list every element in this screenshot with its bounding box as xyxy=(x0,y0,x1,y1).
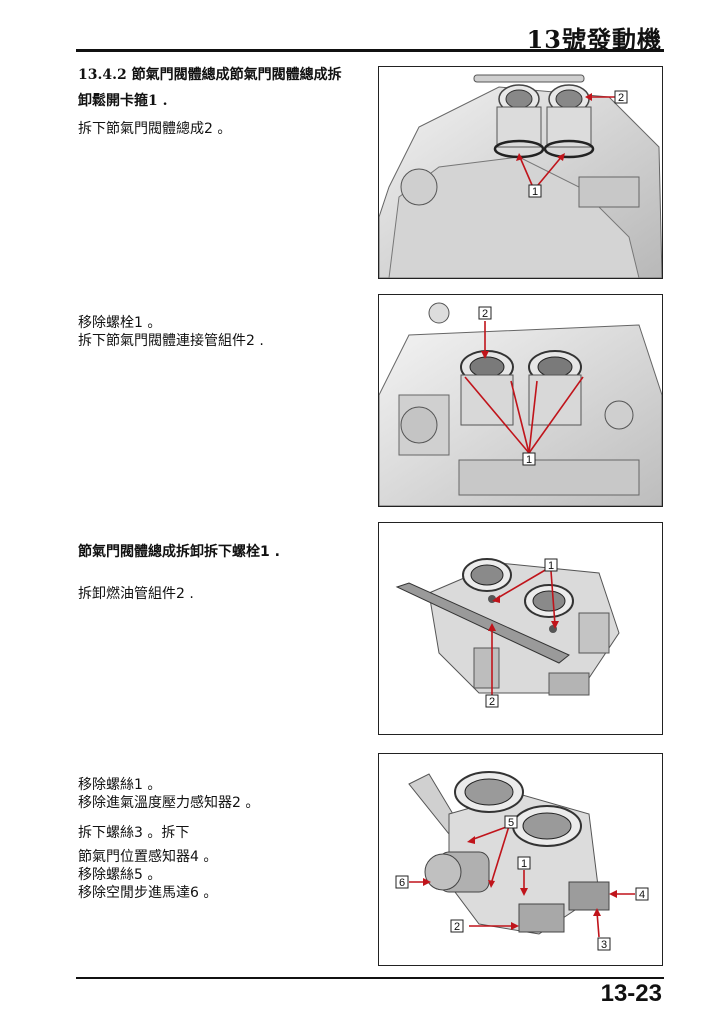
section-2-step-1: 移除螺栓1 。 xyxy=(78,315,162,331)
figure-engine-throttle-assembly: 1 2 xyxy=(378,66,663,279)
callout-4: 4 xyxy=(635,887,649,901)
throttle-body-illustration: 1 2 xyxy=(395,558,620,708)
section-1-text: 13.4.2 節氣門閥體總成節氣門閥體總成拆 卸鬆開卡箍1 . 拆下節氣門閥體總… xyxy=(78,62,342,138)
section-1-step: 拆下節氣門閥體總成2 。 xyxy=(78,121,232,137)
callout-1: 1 xyxy=(528,184,542,198)
section-3-step: 拆卸燃油管組件2 . xyxy=(78,586,194,602)
svg-text:2: 2 xyxy=(489,696,495,708)
callout-2: 2 xyxy=(478,306,492,320)
section-3-heading: 節氣門閥體總成拆卸拆下螺栓1 . xyxy=(78,544,280,560)
section-4-step-3: 拆下螺絲3 。拆下 xyxy=(78,825,190,841)
section-3-text: 節氣門閥體總成拆卸拆下螺栓1 . 拆卸燃油管組件2 . xyxy=(78,543,280,603)
callout-2: 2 xyxy=(450,919,464,933)
callout-1: 1 xyxy=(522,452,536,466)
svg-text:6: 6 xyxy=(399,877,405,889)
page-number: 13-23 xyxy=(600,980,662,1007)
callout-2: 2 xyxy=(485,694,499,708)
svg-text:4: 4 xyxy=(639,889,645,901)
figure-throttle-body-fuel-rail: 1 2 xyxy=(378,522,663,735)
section-4-text: 移除螺絲1 。 移除進氣溫度壓力感知器2 。 拆下螺絲3 。拆下 節氣門位置感知… xyxy=(78,776,259,902)
callout-6: 6 xyxy=(395,875,409,889)
svg-text:3: 3 xyxy=(601,939,607,951)
section-1-heading-line2: 卸鬆開卡箍1 . xyxy=(78,93,168,109)
svg-text:2: 2 xyxy=(454,921,460,933)
svg-text:1: 1 xyxy=(521,858,527,870)
callout-3: 3 xyxy=(597,937,611,951)
svg-text:2: 2 xyxy=(618,92,624,104)
section-1-heading-line1: 13.4.2 節氣門閥體總成節氣門閥體總成拆 xyxy=(78,67,342,83)
callout-1: 1 xyxy=(517,856,531,870)
svg-text:1: 1 xyxy=(548,560,554,572)
footer-rule xyxy=(76,977,664,979)
section-2-step-2: 拆下節氣門閥體連接管組件2 . xyxy=(78,333,264,349)
callout-1: 1 xyxy=(544,558,558,572)
section-4-step-2: 移除進氣溫度壓力感知器2 。 xyxy=(78,795,260,811)
throttle-sensors-illustration: 5 1 6 4 2 3 xyxy=(395,771,649,951)
svg-text:5: 5 xyxy=(508,817,514,829)
section-4-step-6: 移除空閒步進馬達6 。 xyxy=(78,885,218,901)
engine-illustration-2: 2 1 xyxy=(379,302,662,506)
section-4-step-4: 節氣門位置感知器4 。 xyxy=(78,849,218,865)
callout-5: 5 xyxy=(504,815,518,829)
section-4-step-5: 移除螺絲5 。 xyxy=(78,867,162,883)
svg-text:1: 1 xyxy=(526,454,532,466)
figure-throttle-connecting-pipe: 2 1 xyxy=(378,294,663,507)
svg-text:2: 2 xyxy=(482,308,488,320)
callout-2: 2 xyxy=(614,90,628,104)
section-4-step-1: 移除螺絲1 。 xyxy=(78,777,162,793)
header-rule xyxy=(76,49,664,52)
svg-text:1: 1 xyxy=(532,186,538,198)
engine-illustration-1: 1 2 xyxy=(379,74,662,278)
section-2-text: 移除螺栓1 。 拆下節氣門閥體連接管組件2 . xyxy=(78,314,264,350)
figure-throttle-body-sensors: 5 1 6 4 2 3 xyxy=(378,753,663,966)
